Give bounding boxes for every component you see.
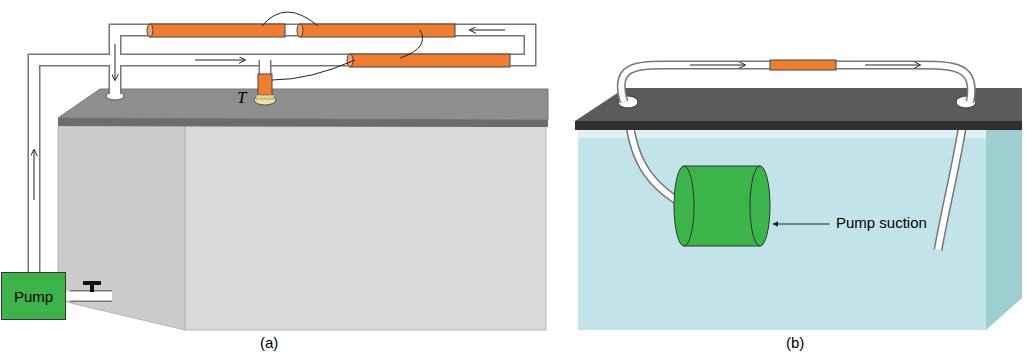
- pump-box: Pump: [1, 272, 66, 320]
- flow-arrows: [34, 30, 505, 200]
- pump-cylinder: [674, 166, 770, 246]
- pipe-over: [621, 60, 971, 102]
- valve-handle: [83, 281, 101, 292]
- sensor-label: T: [237, 88, 246, 108]
- sensor: [254, 95, 276, 105]
- pipe-loop: [34, 30, 530, 296]
- node-text: Pump: [14, 288, 53, 305]
- callout-label: Pump suction: [836, 214, 927, 231]
- orange-tubes: [147, 24, 510, 96]
- tank-b: [578, 96, 1022, 330]
- panel-label: (b): [786, 334, 804, 351]
- wires: [262, 12, 423, 80]
- flow-arrows-b: [690, 65, 920, 66]
- tank-a: [58, 89, 548, 330]
- lid-b: [575, 88, 1022, 130]
- panel-label: (a): [260, 334, 278, 351]
- leader-line: [773, 224, 830, 225]
